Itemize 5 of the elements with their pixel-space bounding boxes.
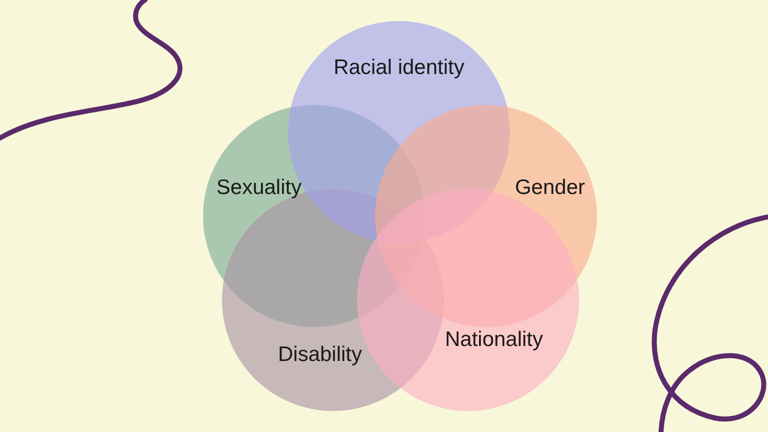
category-label: Racial identity	[334, 56, 464, 80]
category-label: Disability	[278, 342, 362, 368]
category-label: Nationality	[444, 328, 544, 352]
category-label: Sexuality	[216, 176, 302, 200]
category-label: Gender	[514, 176, 586, 200]
